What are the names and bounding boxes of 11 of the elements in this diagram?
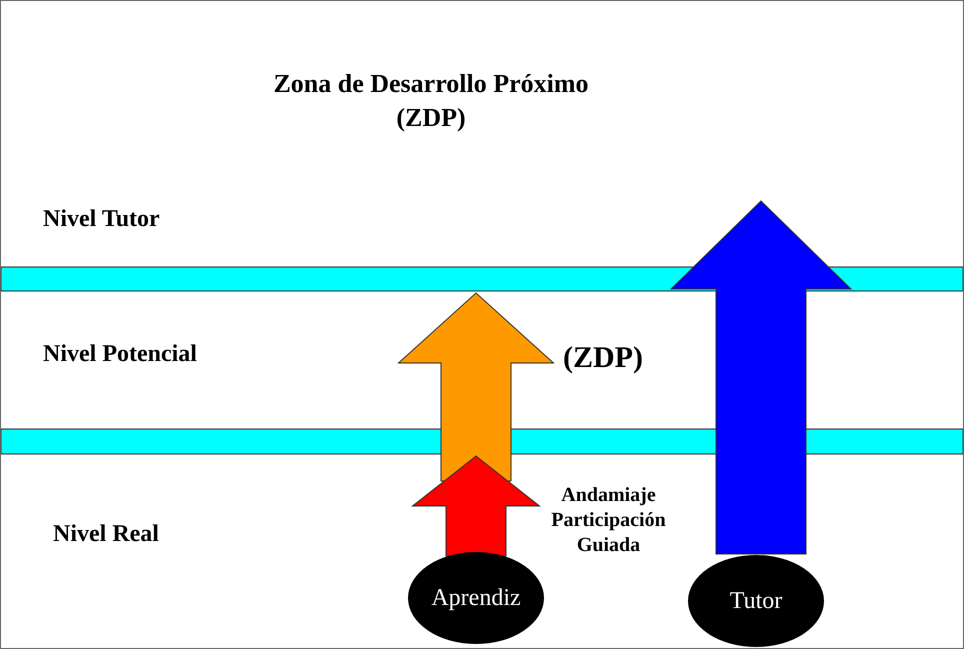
node-label: Aprendiz [431,584,521,612]
zone-label: (ZDP) [563,340,644,376]
process-label: Andamiaje Participación Guiada [550,483,667,558]
level-label: Nivel Potencial [43,340,198,369]
node-label: Tutor [730,588,782,614]
level-label: Nivel Tutor [43,205,161,234]
level-label: Nivel Real [53,520,160,549]
block-arrow [411,455,541,556]
title: Zona de Desarrollo Próximo (ZDP) [272,68,590,134]
block-arrow [397,292,555,482]
block-arrow [670,200,852,554]
